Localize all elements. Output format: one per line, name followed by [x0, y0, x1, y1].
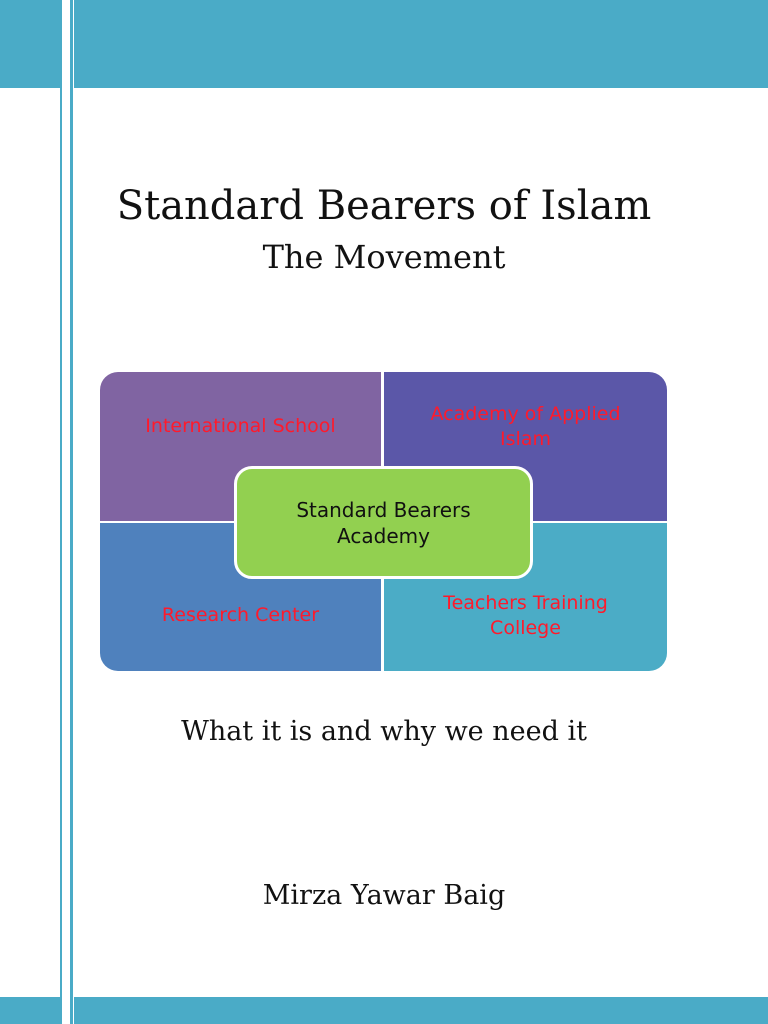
- top-left-band: [0, 0, 60, 88]
- bottom-left-band: [0, 997, 60, 1024]
- center-label: Standard Bearers Academy: [296, 497, 471, 548]
- bottom-right-band: [74, 997, 768, 1024]
- left-rule-inner: [70, 0, 73, 1024]
- quadrant-label: International School: [145, 415, 336, 437]
- author-name: Mirza Yawar Baig: [262, 880, 506, 911]
- center-box-standard-bearers-academy: Standard Bearers Academy: [234, 466, 533, 579]
- quadrant-label: Teachers Training College: [443, 592, 608, 639]
- left-rule-outer: [60, 0, 62, 1024]
- page-title: Standard Bearers of Islam: [116, 183, 652, 229]
- organization-diagram: International School Academy of Applied …: [100, 372, 667, 671]
- tagline: What it is and why we need it: [181, 716, 587, 747]
- page-subtitle: The Movement: [262, 238, 506, 276]
- top-right-band: [74, 0, 768, 88]
- quadrant-label: Academy of Applied Islam: [430, 403, 621, 450]
- quadrant-label: Research Center: [161, 604, 320, 626]
